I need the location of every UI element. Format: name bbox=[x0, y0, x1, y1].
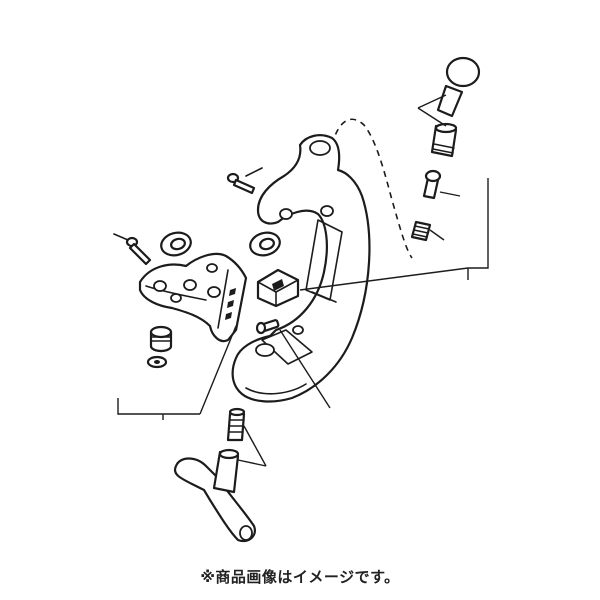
leader-lower-pair bbox=[237, 425, 267, 467]
slide-block bbox=[256, 268, 300, 308]
leader-handle bbox=[417, 94, 447, 127]
bracket-lower-left bbox=[117, 325, 237, 420]
leader-screw bbox=[439, 191, 461, 197]
wheel-bolt-top bbox=[226, 167, 263, 195]
leader-spring bbox=[429, 229, 445, 241]
t-handle bbox=[173, 448, 256, 543]
roller-washer bbox=[146, 355, 168, 369]
image-disclaimer-caption: ※商品画像はイメージです。 bbox=[200, 568, 400, 586]
cutter-frame bbox=[231, 134, 371, 403]
feed-screw-upper bbox=[422, 169, 442, 200]
leader-frame-screw bbox=[279, 329, 331, 409]
bracket-right bbox=[299, 178, 489, 291]
feed-sleeve bbox=[430, 122, 458, 158]
feed-spring-upper bbox=[410, 220, 432, 242]
feed-spring-lower bbox=[226, 407, 246, 442]
cutter-wheel-left bbox=[160, 231, 192, 257]
feed-handle-knob bbox=[436, 56, 481, 118]
cutter-wheel-right bbox=[249, 231, 281, 257]
frame-screw bbox=[255, 319, 280, 335]
wheel-bolt-left bbox=[113, 233, 152, 266]
roller bbox=[149, 325, 173, 353]
wheel-carriage bbox=[138, 252, 248, 343]
